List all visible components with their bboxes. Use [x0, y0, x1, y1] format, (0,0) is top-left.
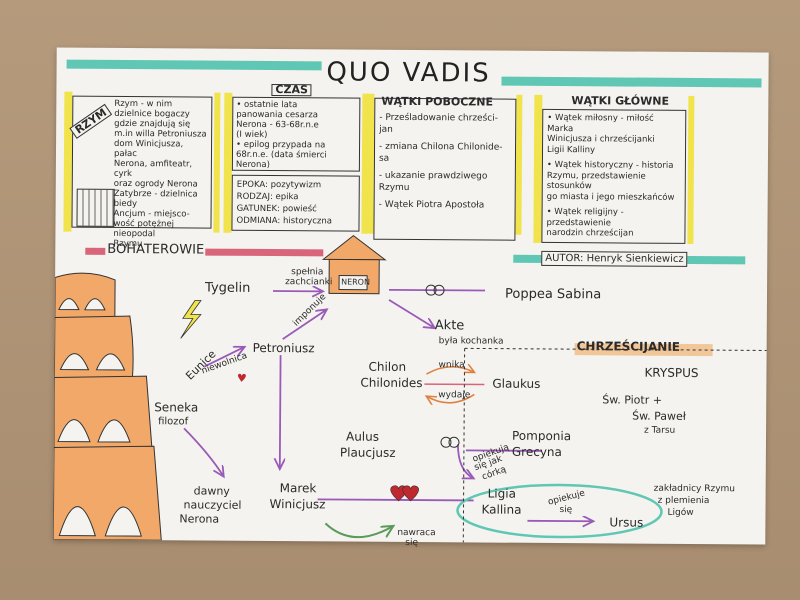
grecyna-label: Grecyna [511, 444, 562, 460]
marek-label: Marek [279, 481, 317, 496]
opiekuje-sie-label: się [559, 505, 573, 516]
neron-label: NERON [341, 277, 371, 287]
wnika-label: wnika [438, 360, 465, 371]
ligow-label: Ligów [667, 507, 694, 518]
akte-label: Akte [434, 318, 465, 334]
piotr-label: Św. Piotr + [602, 393, 663, 407]
small-heart-icon [237, 373, 246, 382]
plaucjusz-label: Plaucjusz [339, 445, 396, 460]
wydaje-label: wydaje [438, 390, 471, 401]
hearts-icon [390, 485, 419, 502]
filozof-label: filozof [158, 416, 189, 428]
zakladnicy-sub-label: z plemienia [657, 495, 710, 507]
pawel-sub-label: z Tarsu [644, 425, 676, 436]
nauczyciel-label: nauczyciel [183, 498, 242, 512]
tygelin-label: Tygelin [204, 280, 251, 296]
ligia-ursus-ellipse [456, 483, 663, 539]
nawraca-label: nawraca [397, 527, 436, 539]
ursus-label: Ursus [609, 515, 644, 530]
lightning-icon [180, 300, 202, 339]
seneka-label: Seneka [154, 400, 199, 415]
zakladnicy-label: zakładnicy Rzymu [653, 483, 736, 495]
akte-sub-label: była kochanka [438, 336, 504, 347]
pawel-label: Św. Paweł [632, 409, 686, 423]
spelnia-label: spełnia [291, 267, 324, 278]
ligia-label: Ligia [487, 486, 516, 501]
aulus-label: Aulus [345, 429, 380, 444]
nawraca-sie-label: się [405, 537, 419, 549]
dawny-label: dawny [193, 484, 230, 498]
diagram-svg [53, 234, 767, 543]
zachcianki-label: zachcianki [285, 277, 333, 288]
poppea-label: Poppea Sabina [504, 286, 602, 303]
paper-sheet: QUO VADIS RZYM Rzym - w nim dzielnice bo… [53, 47, 769, 549]
pomponia-label: Pomponia [511, 428, 572, 444]
kryspus-label: KRYSPUS [644, 365, 699, 381]
winicjusz-label: Winicjusz [269, 497, 326, 512]
kallina-label: Kallina [481, 502, 522, 517]
petroniusz-label: Petroniusz [252, 340, 315, 356]
wedding-rings-icon [425, 284, 460, 448]
nero-house-icon [321, 234, 387, 295]
chilonides-label: Chilonides [360, 375, 423, 391]
glaukus-label: Glaukus [492, 376, 541, 391]
chilon-label: Chilon [368, 359, 407, 374]
colosseum-icon [53, 272, 162, 541]
nerona-label: Nerona [179, 512, 220, 526]
